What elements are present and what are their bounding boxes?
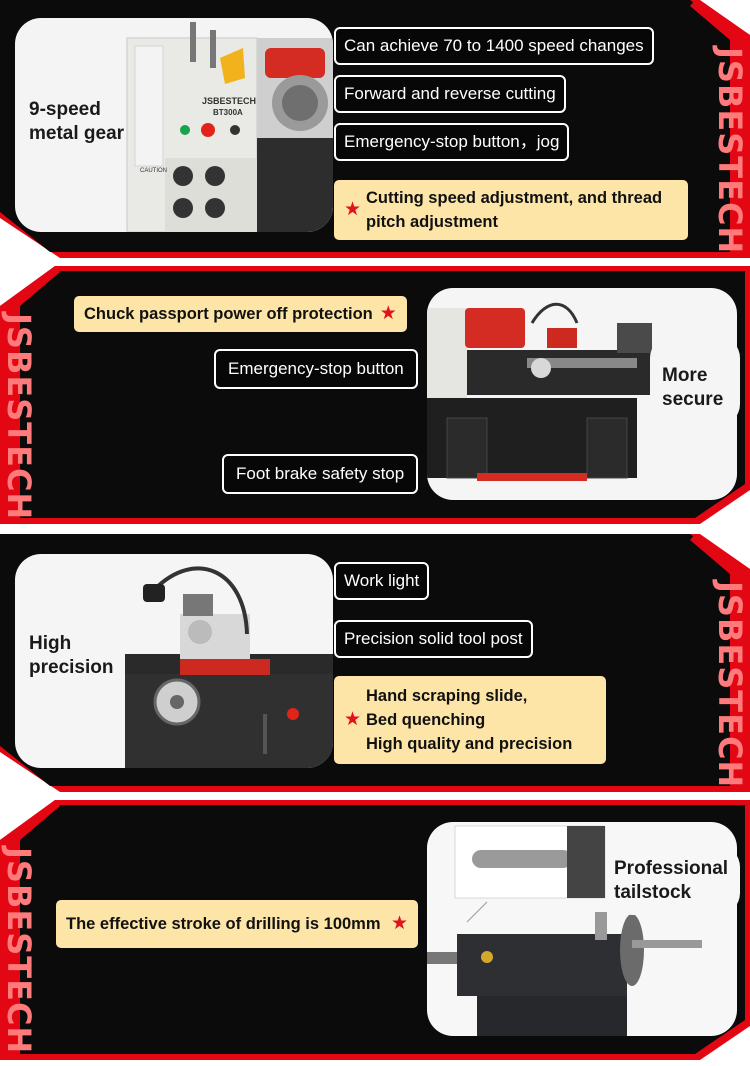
- callout-foot-brake: Foot brake safety stop: [222, 454, 419, 494]
- brand-watermark: JSBESTECH: [0, 847, 38, 1055]
- tailstock-photo: [427, 822, 737, 1036]
- feature-label-more-secure: More secure: [662, 365, 724, 410]
- highlight-cutting-speed: ★ Cutting speed adjustment, and thread p…: [334, 180, 688, 240]
- highlight-chuck-protection: Chuck passport power off protection ★: [74, 296, 407, 332]
- lathe-full-photo: [427, 288, 737, 500]
- machine-brand: JSBESTECH: [202, 96, 257, 106]
- callout-forward-reverse: Forward and reverse cutting: [334, 75, 566, 113]
- star-icon: ★: [344, 709, 362, 730]
- callout-emergency-jog: Emergency-stop button，jog: [334, 123, 570, 161]
- side-label-tab: [610, 845, 740, 915]
- callout-emergency-stop: Emergency-stop button: [214, 349, 418, 389]
- lathe-illustration: [427, 302, 657, 481]
- feature-panel-speed: JSBESTECH JSBESTECH BT300A CAUTION 9-spe…: [0, 0, 750, 258]
- feature-label-professional-tailstock: Professional tailstock: [614, 858, 729, 903]
- tailstock-illustration: [427, 825, 702, 1036]
- side-label-tab: [650, 336, 740, 426]
- highlight-hand-scraping: ★ Hand scraping slide, Bed quenching Hig…: [334, 676, 606, 764]
- callout-work-light: Work light: [334, 562, 430, 600]
- caution-label: CAUTION: [140, 168, 167, 174]
- highlight-drilling-stroke: The effective stroke of drilling is 100m…: [56, 900, 418, 948]
- brand-watermark: JSBESTECH: [0, 313, 38, 521]
- feature-label-9-speed: 9-speed metal gear: [29, 99, 125, 144]
- carriage-illustration: [125, 566, 333, 768]
- feature-panel-tailstock: JSBESTECH Professional tailstock The eff…: [0, 800, 750, 1060]
- brand-watermark: JSBESTECH: [711, 47, 749, 255]
- brand-watermark: JSBESTECH: [711, 581, 749, 789]
- star-icon: ★: [390, 913, 408, 934]
- lathe-headstock-photo: JSBESTECH BT300A CAUTION: [15, 18, 333, 232]
- callout-tool-post: Precision solid tool post: [334, 620, 533, 658]
- feature-label-high-precision: High precision: [29, 633, 114, 678]
- star-icon: ★: [344, 199, 362, 220]
- carriage-photo: [15, 554, 333, 768]
- callout-speed-changes: Can achieve 70 to 1400 speed changes: [334, 27, 654, 65]
- feature-panel-precision: JSBESTECH High precision Work light Prec…: [0, 534, 750, 792]
- headstock-illustration: [126, 22, 333, 232]
- machine-model: BT300A: [213, 108, 243, 117]
- feature-panel-safety: JSBESTECH More secure Chuck passport pow…: [0, 266, 750, 524]
- star-icon: ★: [379, 303, 397, 324]
